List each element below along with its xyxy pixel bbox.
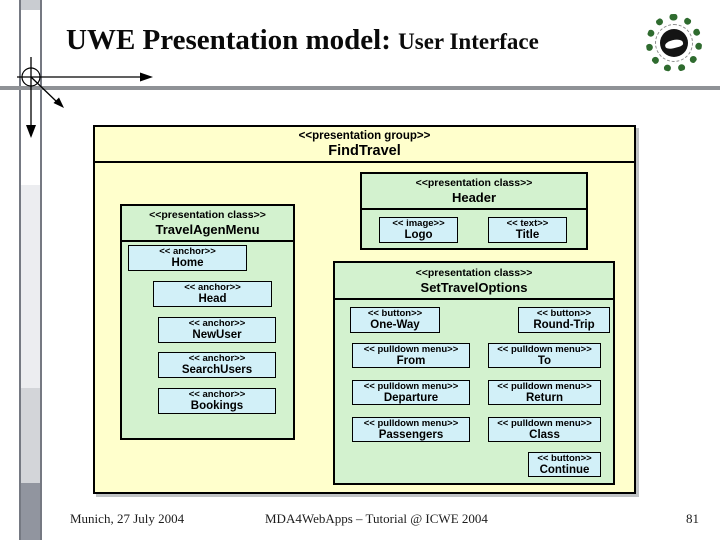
- element-name: Continue: [539, 463, 590, 476]
- slide-title: UWE Presentation model: User Interface: [66, 24, 539, 57]
- pulldown-passengers-box: << pulldown menu>> Passengers: [352, 417, 470, 442]
- class-box-travelagenmenu: <<presentation class>> TravelAgenMenu <<…: [120, 204, 295, 440]
- stereotype-label: << anchor>>: [188, 353, 246, 364]
- stereotype-label: <<presentation class>>: [149, 209, 266, 221]
- stereotype-label: << pulldown menu>>: [497, 380, 592, 392]
- group-header: <<presentation group>> FindTravel: [95, 127, 634, 163]
- slide-number: 81: [686, 511, 699, 526]
- element-name: Passengers: [378, 428, 444, 441]
- element-name: NewUser: [192, 329, 242, 341]
- stereotype-label: << anchor>>: [159, 246, 216, 257]
- university-seal-logo: [646, 14, 702, 72]
- crossed-arrows-icon: [17, 57, 153, 138]
- stereotype-label: <<presentation class>>: [415, 177, 533, 189]
- anchor-bookings: << anchor>> Bookings: [158, 388, 276, 414]
- element-name: Return: [525, 391, 564, 404]
- stereotype-label: << image>>: [392, 218, 445, 229]
- stereotype-label: << anchor>>: [184, 282, 241, 293]
- class-header: <<presentation class>> SetTravelOptions: [335, 263, 613, 300]
- bar-segment: [21, 0, 40, 10]
- slide-title-main: UWE Presentation model:: [66, 24, 391, 56]
- element-name: TravelAgenMenu: [155, 222, 260, 237]
- stereotype-label: << button>>: [537, 452, 592, 464]
- bar-segment: [21, 388, 40, 483]
- anchor-newuser: << anchor>> NewUser: [158, 317, 276, 343]
- anchor-home: << anchor>> Home: [128, 245, 247, 271]
- anchor-searchusers: << anchor>> SearchUsers: [158, 352, 276, 378]
- pulldown-return-box: << pulldown menu>> Return: [488, 380, 601, 405]
- stereotype-label: << pulldown menu>>: [363, 343, 459, 355]
- seal-text-ring: [655, 24, 693, 62]
- stereotype-label: << pulldown menu>>: [363, 417, 459, 429]
- element-name: Home: [171, 257, 204, 269]
- element-name: Class: [529, 428, 560, 441]
- stereotype-label: << anchor>>: [188, 318, 246, 329]
- stereotype-label: <<presentation class>>: [415, 266, 533, 279]
- bar-segment: [21, 185, 40, 388]
- group-box-findtravel: <<presentation group>> FindTravel <<pres…: [93, 125, 636, 494]
- element-name: SearchUsers: [181, 364, 253, 376]
- footer-date: Munich, 27 July 2004: [70, 511, 185, 526]
- pulldown-from-box: << pulldown menu>> From: [352, 343, 470, 368]
- element-name: Bookings: [190, 400, 244, 412]
- stereotype-label: << pulldown menu>>: [497, 343, 592, 355]
- element-name: Head: [198, 293, 227, 305]
- slide-title-suffix: User Interface: [398, 29, 539, 54]
- footer-tutorial-label: MDA4WebApps – Tutorial @ ICWE 2004: [265, 511, 488, 526]
- text-title-box: << text>> Title: [488, 217, 567, 243]
- image-logo-box: << image>> Logo: [379, 217, 458, 243]
- stereotype-label: << text>>: [506, 218, 549, 229]
- element-name: Title: [515, 229, 540, 241]
- element-name: SetTravelOptions: [420, 279, 528, 295]
- stereotype-label: << pulldown menu>>: [497, 417, 592, 429]
- stereotype-label: << button>>: [367, 308, 423, 319]
- element-name: One-Way: [370, 319, 420, 331]
- class-box-settraveloptions: <<presentation class>> SetTravelOptions …: [333, 261, 615, 485]
- pulldown-class-box: << pulldown menu>> Class: [488, 417, 601, 442]
- bar-segment: [21, 483, 40, 540]
- title-divider-rule: [0, 86, 720, 90]
- anchor-head: << anchor>> Head: [153, 281, 272, 307]
- element-name: FindTravel: [328, 143, 401, 159]
- element-name: From: [396, 354, 426, 367]
- stereotype-label: << pulldown menu>>: [363, 380, 459, 392]
- element-name: To: [537, 354, 552, 367]
- pulldown-to-box: << pulldown menu>> To: [488, 343, 601, 368]
- button-oneway-box: << button>> One-Way: [350, 307, 440, 333]
- stereotype-label: << button>>: [536, 308, 592, 319]
- stereotype-label: <<presentation group>>: [298, 130, 431, 142]
- element-name: Header: [451, 190, 497, 205]
- class-header: <<presentation class>> Header: [362, 174, 586, 210]
- class-box-header: <<presentation class>> Header << image>>…: [360, 172, 588, 250]
- class-header: <<presentation class>> TravelAgenMenu: [122, 206, 293, 242]
- element-name: Departure: [383, 391, 439, 404]
- button-continue-box: << button>> Continue: [528, 452, 601, 477]
- element-name: Round-Trip: [533, 319, 595, 331]
- stereotype-label: << anchor>>: [188, 389, 246, 400]
- element-name: Logo: [404, 229, 433, 241]
- pulldown-departure-box: << pulldown menu>> Departure: [352, 380, 470, 405]
- button-roundtrip-box: << button>> Round-Trip: [518, 307, 610, 333]
